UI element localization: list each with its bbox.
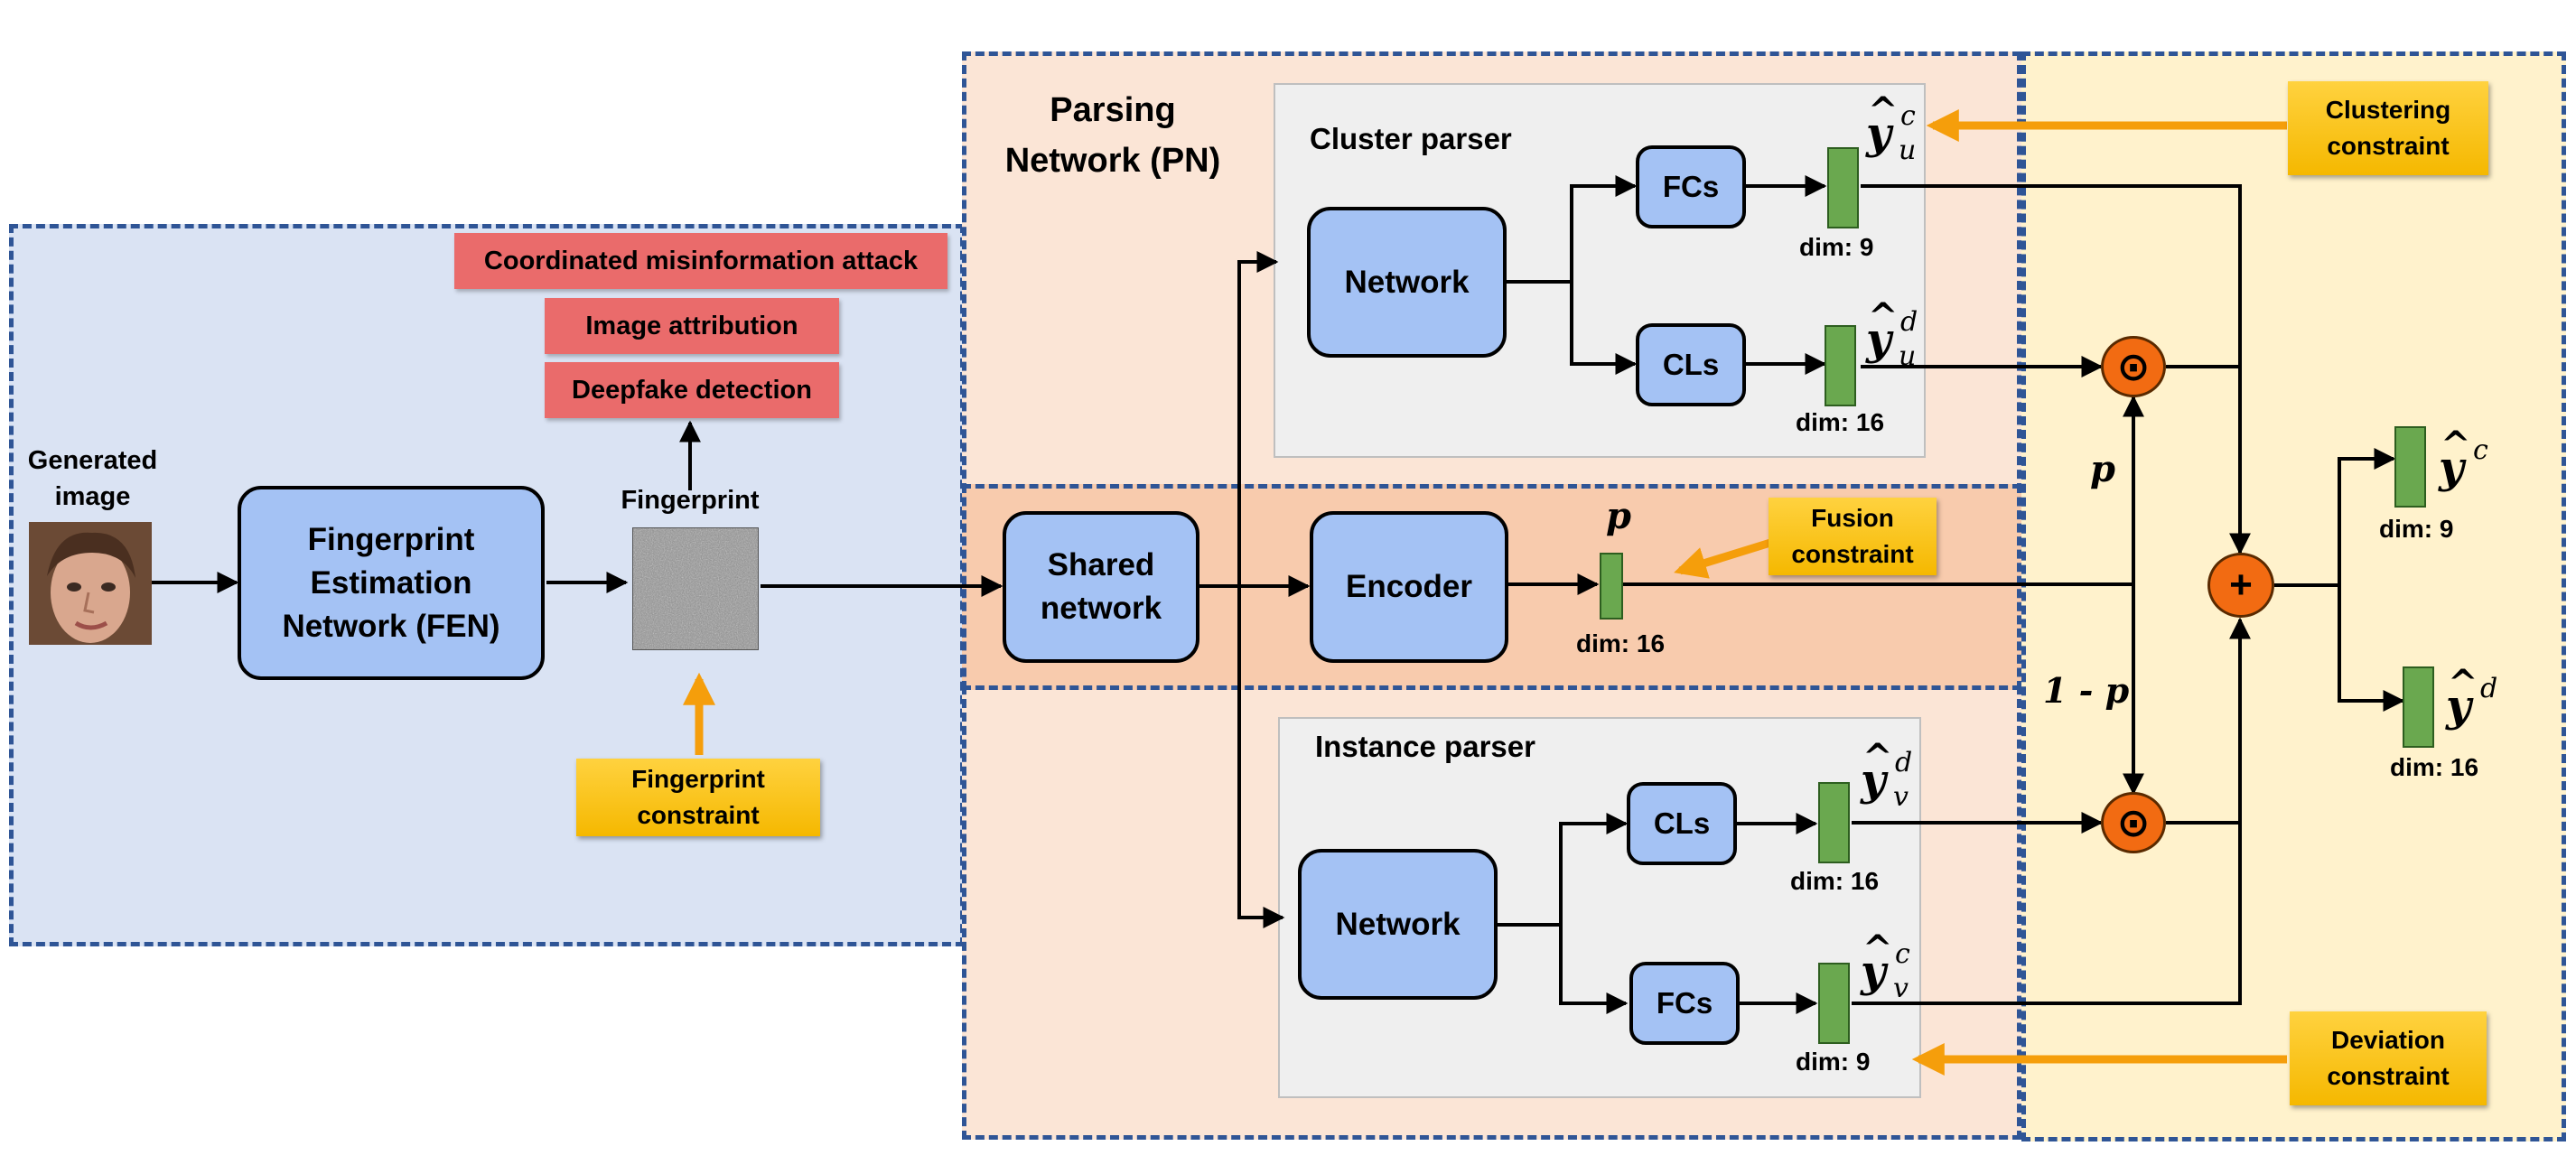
output-y-d-dim: dim: 16: [2390, 753, 2479, 781]
fingerprint-label: Fingerprint: [621, 486, 760, 515]
cluster-cls-output-vector: [1825, 325, 1856, 406]
fusion-region: [2021, 51, 2566, 1141]
y-hat-v-c-symbol: y ^ v c: [1860, 930, 1910, 1002]
p-dim-label: dim: 16: [1576, 629, 1666, 657]
svg-text:y: y: [2445, 681, 2474, 731]
output-y-c-dim: dim: 9: [2379, 515, 2454, 543]
svg-text:y: y: [1865, 314, 1894, 365]
svg-text:v: v: [1893, 973, 1909, 1002]
svg-text:^: ^: [2441, 424, 2471, 466]
fingerprint-estimation-network: Fingerprint Estimation Network (FEN): [238, 486, 545, 680]
instance-parser-title: Instance parser: [1315, 730, 1535, 763]
application-deepfake-detection: Deepfake detection: [545, 362, 839, 418]
svg-text:d: d: [2480, 673, 2497, 704]
y-hat-v-d-symbol: y ^ v d: [1860, 739, 1912, 811]
hadamard-product-top: ⊙: [2101, 336, 2166, 397]
svg-text:y: y: [2438, 443, 2467, 493]
application-coordinated-misinformation-attack: Coordinated misinformation attack: [454, 233, 947, 289]
svg-text:d: d: [1900, 306, 1918, 338]
cluster-parser-title: Cluster parser: [1310, 122, 1512, 155]
output-y-d-vector: [2403, 666, 2434, 748]
svg-text:^: ^: [1862, 930, 1893, 970]
instance-fcs-box: FCs: [1629, 962, 1740, 1045]
cluster-fcs-dim: dim: 9: [1799, 233, 1874, 261]
weight-p-label: p: [2090, 448, 2115, 490]
svg-text:c: c: [2473, 434, 2488, 466]
y-hat-d-symbol: y ^ d: [2445, 663, 2497, 731]
cluster-fcs-box: FCs: [1636, 145, 1746, 228]
svg-text:y: y: [1865, 108, 1894, 159]
p-feature-vector: [1600, 553, 1623, 620]
weight-one-minus-p-label: 1 - p: [2043, 670, 2130, 711]
clustering-constraint: Clustering constraint: [2288, 81, 2488, 175]
svg-text:^: ^: [2448, 663, 2478, 704]
svg-text:d: d: [1895, 747, 1912, 778]
y-hat-u-c-symbol: y ^ u c: [1865, 92, 1916, 164]
svg-text:^: ^: [1868, 298, 1899, 338]
cluster-network-box: Network: [1307, 207, 1507, 358]
instance-network-box: Network: [1298, 849, 1498, 1000]
shared-network-box: Shared network: [1003, 511, 1199, 663]
fingerprint-image: [632, 527, 759, 650]
hadamard-product-bottom: ⊙: [2101, 792, 2166, 853]
generated-face-image: [29, 522, 152, 645]
fusion-constraint: Fusion constraint: [1769, 498, 1937, 575]
y-hat-c-symbol: y ^ c: [2438, 424, 2488, 493]
sum-operator: +: [2207, 553, 2274, 618]
svg-text:c: c: [1900, 100, 1916, 132]
cluster-cls-dim: dim: 16: [1796, 408, 1885, 436]
cluster-fcs-output-vector: [1827, 147, 1859, 228]
cluster-cls-box: CLs: [1636, 323, 1746, 406]
parsing-network-title: Parsing Network (PN): [1004, 91, 1221, 180]
input-image-label: Generated image: [27, 446, 158, 511]
deviation-constraint: Deviation constraint: [2290, 1011, 2487, 1105]
instance-fcs-dim: dim: 9: [1796, 1048, 1871, 1076]
instance-fcs-output-vector: [1818, 963, 1850, 1044]
encoder-box: Encoder: [1310, 511, 1508, 663]
svg-text:u: u: [1899, 135, 1916, 164]
application-image-attribution: Image attribution: [545, 298, 839, 354]
svg-text:^: ^: [1862, 739, 1893, 778]
svg-text:c: c: [1895, 938, 1910, 970]
instance-cls-dim: dim: 16: [1790, 867, 1880, 895]
svg-text:^: ^: [1868, 92, 1899, 132]
output-y-c-vector: [2394, 426, 2426, 508]
svg-text:v: v: [1893, 781, 1909, 811]
y-hat-u-d-symbol: y ^ u d: [1865, 298, 1918, 370]
instance-cls-output-vector: [1818, 782, 1850, 863]
fingerprint-constraint: Fingerprint constraint: [576, 759, 820, 836]
svg-text:y: y: [1860, 755, 1889, 806]
instance-cls-box: CLs: [1627, 782, 1737, 865]
svg-text:y: y: [1860, 946, 1889, 997]
svg-text:u: u: [1899, 340, 1916, 370]
p-vector-label: p: [1606, 495, 1631, 537]
